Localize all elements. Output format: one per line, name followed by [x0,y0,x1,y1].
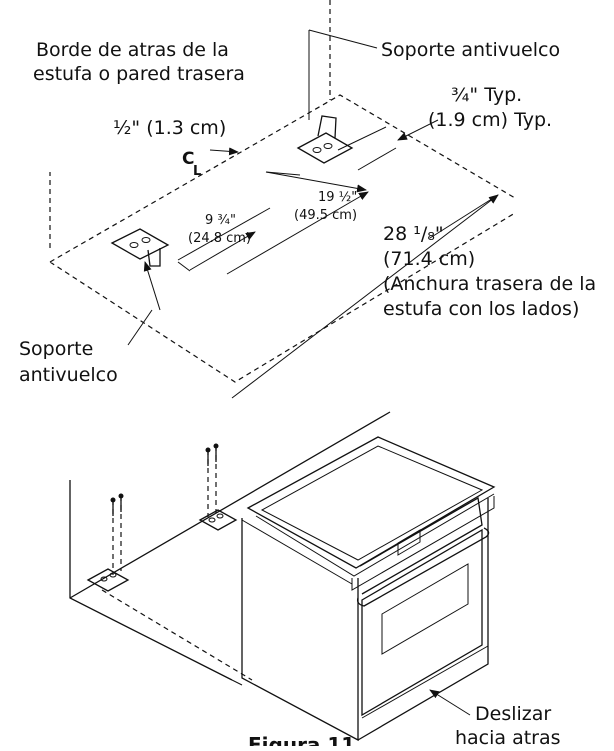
nineteen-cm-dimension: (49.5 cm) [294,208,357,223]
nineteen-inch-dimension: 19 ½" [318,190,357,205]
wall-floor-lines [69,411,391,681]
rear-edge-label-1: Borde de atras de la [36,39,229,61]
bracket-left-label-1: Soporte [19,338,93,360]
anti-tip-bracket-left [110,228,170,267]
control-panel [359,496,483,595]
width-inch-dimension: 28 ¹/₈" [383,223,444,245]
bottom-view: Deslizar hacia atras Figura 11 [69,411,561,751]
stove-top [246,436,496,569]
bracket-top-label: Soporte antivuelco [381,39,560,61]
three-quarter-inch-dimension: ¾" Typ. [451,84,522,106]
range-stove [241,436,496,742]
stove-front-left [241,518,359,742]
stove-front-right [357,498,489,741]
bracket-left-label-2: antivuelco [19,364,118,386]
width-cm-dimension: (71.4 cm) [383,248,475,270]
half-inch-dimension: ½" (1.3 cm) [113,117,226,139]
oven-handle [356,527,490,607]
floor-outline-top [49,94,516,383]
floor-bracket-right [198,509,238,531]
screws [110,443,219,575]
top-view: Borde de atras de la estufa o pared tras… [19,0,596,399]
nine-inch-dimension: 9 ¾" [205,213,236,228]
centerline-c: C [182,149,194,169]
rear-edge-label-2: estufa o pared trasera [33,63,245,85]
width-note-1: (Anchura trasera de la [383,273,596,295]
anti-tip-bracket-top [296,115,354,164]
figure-caption: Figura 11 [248,733,355,746]
width-note-2: estufa con los lados) [383,298,579,320]
nine-cm-dimension: (24.8 cm) [188,231,251,246]
slide-label-2: hacia atras [455,727,561,746]
slide-label-1: Deslizar [475,703,551,725]
floor-bracket-left [86,568,130,592]
oven-door [361,528,483,717]
centerline-l: L [193,164,201,179]
three-quarter-cm-dimension: (1.9 cm) Typ. [428,109,552,131]
